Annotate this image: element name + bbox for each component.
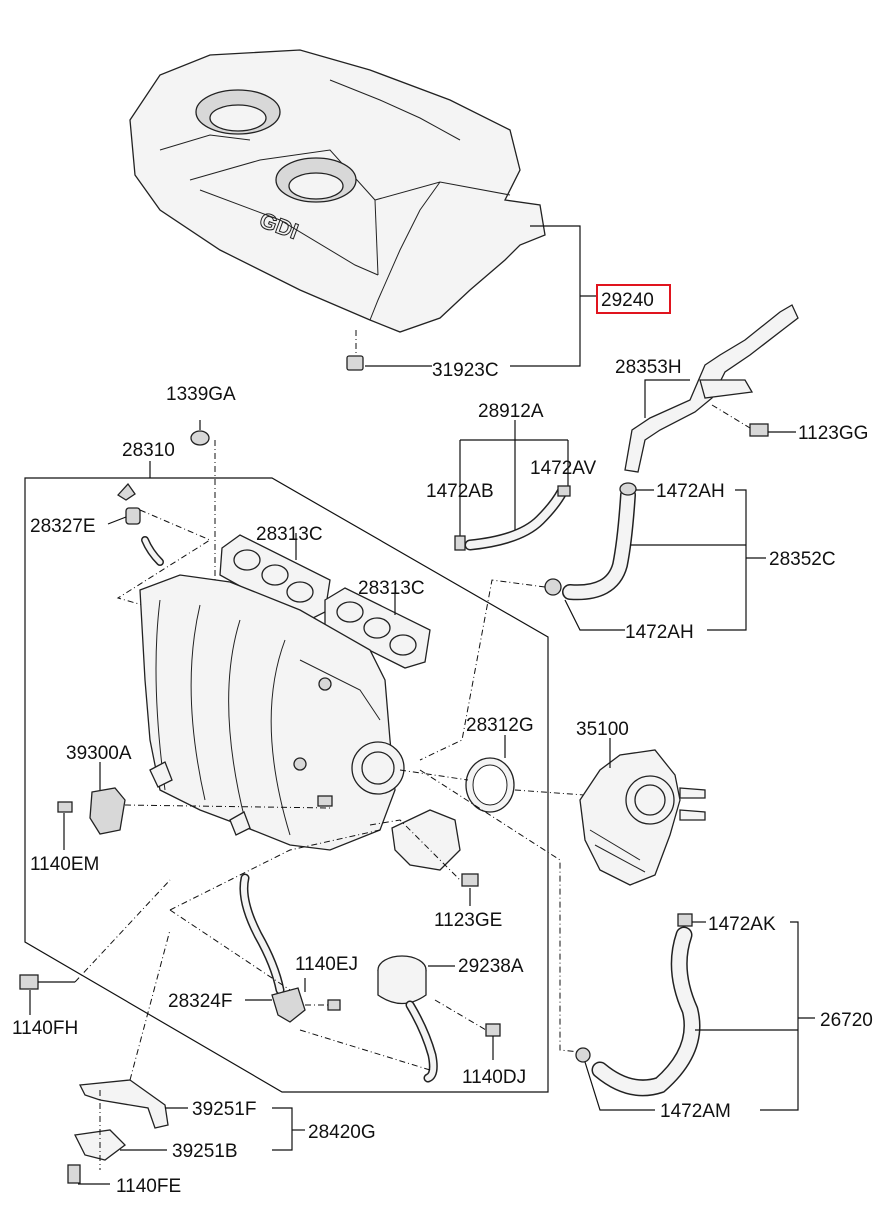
label-26720: 26720	[820, 1010, 873, 1031]
bolt-1140FH	[19, 974, 75, 990]
label-1472AH-bot: 1472AH	[625, 622, 694, 643]
gasket-28312G	[465, 757, 515, 813]
sensor-39300A	[57, 787, 126, 835]
label-1140EJ: 1140EJ	[295, 954, 358, 975]
label-28313C-a: 28313C	[256, 524, 323, 545]
label-1339GA: 1339GA	[166, 384, 236, 405]
gasket-28313C-a	[219, 534, 331, 623]
label-28310: 28310	[122, 440, 175, 461]
label-39251B: 39251B	[172, 1141, 238, 1162]
breather-pipe	[624, 304, 799, 473]
nut-1339GA	[190, 430, 210, 446]
label-28912A: 28912A	[478, 401, 544, 422]
label-31923C: 31923C	[432, 360, 499, 381]
intake-manifold	[139, 574, 405, 851]
part-labels: 29240 31923C 28353H 1123GG 1339GA 28912A…	[12, 290, 873, 1197]
cap-28327E	[116, 482, 164, 566]
actuator	[391, 809, 479, 887]
bracket-39251F	[78, 1079, 169, 1129]
hose-26720	[575, 913, 701, 1097]
label-35100: 35100	[576, 719, 629, 740]
label-1472AB: 1472AB	[426, 481, 494, 502]
hose-28912A	[454, 485, 571, 551]
hose-28352C	[544, 482, 637, 601]
label-1472AM: 1472AM	[660, 1101, 731, 1122]
label-29238A: 29238A	[458, 956, 524, 977]
bolt-1123GG	[711, 404, 796, 437]
label-28313C-b: 28313C	[358, 578, 425, 599]
label-28327E: 28327E	[30, 516, 96, 537]
label-1472AK: 1472AK	[708, 914, 776, 935]
label-28352C: 28352C	[769, 549, 836, 570]
label-28324F: 28324F	[168, 991, 232, 1012]
canister-29238A	[377, 955, 501, 1083]
label-28420G: 28420G	[308, 1122, 376, 1143]
label-1123GG: 1123GG	[798, 423, 868, 444]
label-28353H: 28353H	[615, 357, 682, 378]
label-1140DJ: 1140DJ	[462, 1067, 526, 1088]
label-1140FH: 1140FH	[12, 1018, 78, 1039]
part-label-highlight	[596, 284, 671, 314]
label-1472AV: 1472AV	[530, 458, 597, 479]
label-1123GE: 1123GE	[434, 910, 502, 931]
label-39300A: 39300A	[66, 743, 132, 764]
throttle-body-35100	[579, 749, 706, 886]
sensor-28324F	[271, 987, 341, 1023]
label-29240: 29240	[601, 290, 654, 311]
label-1140EM: 1140EM	[30, 854, 99, 875]
label-39251F: 39251F	[192, 1099, 256, 1120]
label-28312G: 28312G	[466, 715, 534, 736]
label-1140FE: 1140FE	[116, 1176, 181, 1197]
nut-31923C	[346, 355, 432, 371]
engine-cover: GDI	[129, 49, 546, 333]
label-1472AH-top: 1472AH	[656, 481, 725, 502]
